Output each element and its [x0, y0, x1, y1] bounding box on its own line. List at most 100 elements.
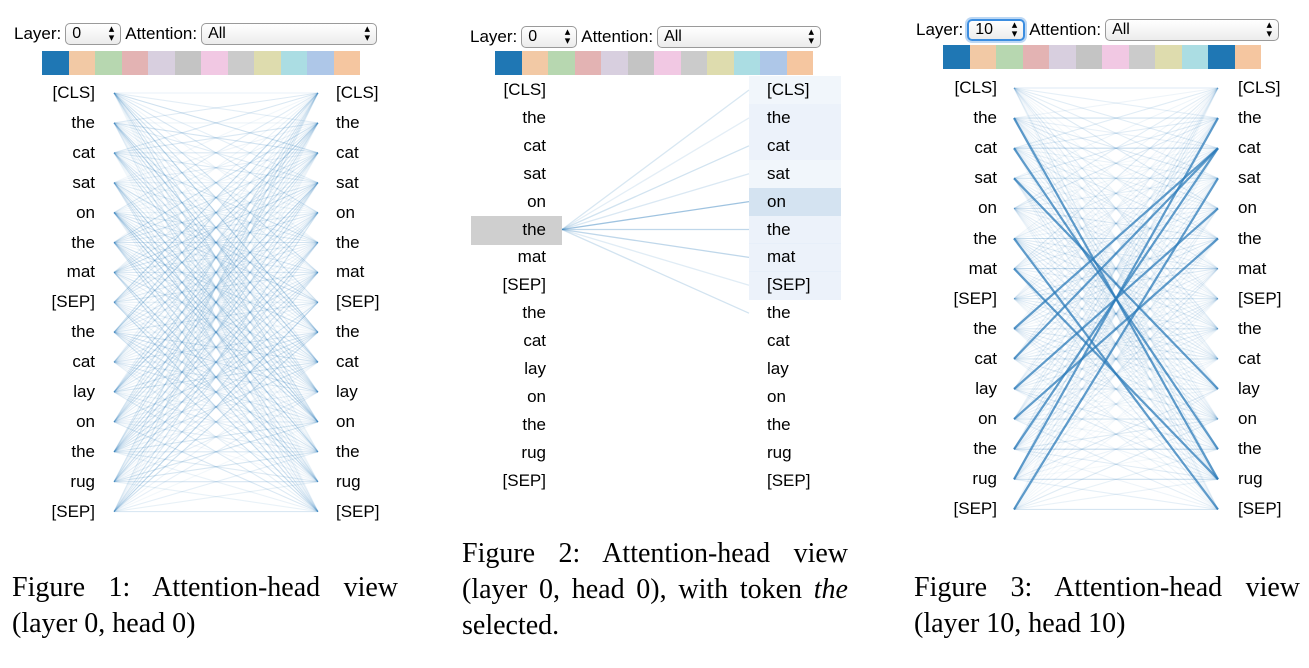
right-token[interactable]: the [336, 322, 360, 342]
left-token[interactable]: rug [70, 471, 95, 491]
left-token[interactable]: [SEP] [953, 499, 997, 519]
left-token[interactable]: the [71, 441, 95, 461]
head-swatch-0[interactable] [495, 51, 522, 75]
left-token[interactable]: on [76, 202, 95, 222]
head-swatch-7[interactable] [227, 51, 254, 75]
head-swatch-10[interactable] [307, 51, 334, 75]
left-token[interactable]: on [978, 409, 997, 429]
right-token[interactable]: cat [1238, 138, 1261, 158]
left-token[interactable]: mat [66, 262, 95, 282]
left-token[interactable]: [SEP] [51, 501, 95, 521]
right-token[interactable]: [CLS] [767, 80, 810, 99]
right-token[interactable]: on [1238, 198, 1257, 218]
left-token[interactable]: the [522, 219, 546, 239]
left-token[interactable]: the [973, 318, 997, 338]
left-token[interactable]: sat [974, 168, 997, 188]
head-swatch-10[interactable] [1208, 45, 1235, 69]
head-swatch-9[interactable] [1181, 45, 1208, 69]
left-token[interactable]: the [522, 107, 546, 127]
left-token[interactable]: lay [73, 382, 95, 401]
left-token[interactable]: on [527, 191, 546, 211]
right-token[interactable]: the [767, 303, 791, 323]
right-token[interactable]: sat [767, 163, 790, 183]
head-swatch-1[interactable] [521, 51, 548, 75]
head-swatch-3[interactable] [1022, 45, 1049, 69]
head-swatch-1[interactable] [68, 51, 95, 75]
layer-select[interactable]: 0 ▴▾ [65, 23, 122, 45]
attention-select[interactable]: All ▴▾ [657, 26, 822, 48]
head-swatch-10[interactable] [760, 51, 787, 75]
right-token[interactable]: [SEP] [767, 275, 811, 295]
right-token[interactable]: cat [767, 331, 790, 351]
head-swatch-2[interactable] [996, 45, 1023, 69]
left-token[interactable]: rug [972, 469, 997, 489]
head-swatch-5[interactable] [1075, 45, 1102, 69]
right-token[interactable]: [SEP] [1238, 499, 1282, 519]
right-token[interactable]: cat [336, 352, 359, 372]
right-token[interactable]: mat [336, 262, 365, 282]
head-swatch-7[interactable] [680, 51, 707, 75]
head-swatch-11[interactable] [1234, 45, 1261, 69]
left-token[interactable]: cat [72, 352, 95, 372]
right-token[interactable]: the [767, 414, 791, 434]
layer-select[interactable]: 10 ▴▾ [967, 19, 1026, 41]
left-token[interactable]: cat [974, 138, 997, 158]
right-token[interactable]: the [1238, 108, 1262, 128]
left-token[interactable]: mat [517, 247, 546, 267]
right-token[interactable]: the [1238, 318, 1262, 338]
right-token[interactable]: rug [1238, 469, 1263, 489]
head-swatch-7[interactable] [1128, 45, 1155, 69]
left-token[interactable]: the [973, 108, 997, 128]
left-token[interactable]: [CLS] [52, 83, 95, 102]
right-token[interactable]: mat [767, 247, 796, 267]
left-token[interactable]: [CLS] [954, 78, 997, 97]
head-swatch-11[interactable] [786, 51, 813, 75]
right-token[interactable]: [SEP] [336, 292, 380, 312]
left-token[interactable]: the [71, 322, 95, 342]
head-swatch-1[interactable] [969, 45, 996, 69]
left-token[interactable]: on [527, 386, 546, 406]
right-token[interactable]: cat [1238, 348, 1261, 368]
head-swatch-8[interactable] [707, 51, 734, 75]
left-token[interactable]: [SEP] [51, 292, 95, 312]
left-token[interactable]: the [71, 232, 95, 252]
head-swatch-11[interactable] [333, 51, 360, 75]
right-token[interactable]: the [1238, 228, 1262, 248]
head-swatch-8[interactable] [254, 51, 281, 75]
head-swatch-4[interactable] [1049, 45, 1076, 69]
right-token[interactable]: [SEP] [767, 470, 811, 490]
head-swatch-6[interactable] [1102, 45, 1129, 69]
left-token[interactable]: [SEP] [953, 288, 997, 308]
left-token[interactable]: [SEP] [502, 275, 546, 295]
head-swatch-5[interactable] [627, 51, 654, 75]
right-token[interactable]: the [336, 441, 360, 461]
left-token[interactable]: the [973, 228, 997, 248]
head-swatch-0[interactable] [943, 45, 970, 69]
right-token[interactable]: [SEP] [1238, 288, 1282, 308]
left-token[interactable]: [SEP] [502, 470, 546, 490]
right-token[interactable]: sat [1238, 168, 1261, 188]
right-token[interactable]: the [767, 219, 791, 239]
right-token[interactable]: [CLS] [336, 83, 379, 102]
head-swatch-9[interactable] [733, 51, 760, 75]
right-token[interactable]: the [336, 232, 360, 252]
left-token[interactable]: lay [975, 379, 997, 398]
left-token[interactable]: on [76, 411, 95, 431]
right-token[interactable]: [SEP] [336, 501, 380, 521]
head-swatch-6[interactable] [654, 51, 681, 75]
attention-select[interactable]: All ▴▾ [1105, 19, 1280, 41]
right-token[interactable]: rug [336, 471, 361, 491]
head-swatch-5[interactable] [174, 51, 201, 75]
right-token[interactable]: rug [767, 442, 792, 462]
right-token[interactable]: mat [1238, 258, 1267, 278]
right-token[interactable]: the [336, 112, 360, 132]
left-token[interactable]: the [522, 303, 546, 323]
left-token[interactable]: sat [72, 172, 95, 192]
left-token[interactable]: the [522, 414, 546, 434]
head-swatch-0[interactable] [42, 51, 69, 75]
right-token[interactable]: on [1238, 409, 1257, 429]
right-token[interactable]: the [767, 107, 791, 127]
right-token[interactable]: sat [336, 172, 359, 192]
right-token[interactable]: lay [1238, 379, 1260, 398]
right-token[interactable]: lay [767, 359, 789, 378]
